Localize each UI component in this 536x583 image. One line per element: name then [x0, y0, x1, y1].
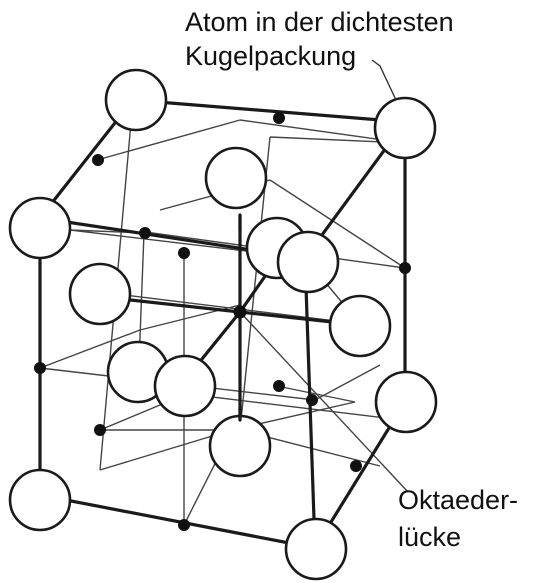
void-dot — [178, 247, 190, 259]
void-dot — [139, 227, 151, 239]
void-dot — [306, 394, 318, 406]
atom-sphere — [8, 196, 72, 260]
atom-sphere — [284, 517, 348, 581]
void-dot — [178, 519, 190, 531]
atom-sphere — [104, 68, 168, 132]
atom-sphere — [208, 414, 272, 478]
atom-sphere — [373, 96, 437, 160]
void-dot — [92, 154, 104, 166]
octahedral-void-label-line1: Oktaeder- — [398, 485, 519, 515]
octahedral-void-label-line2: lücke — [398, 522, 462, 552]
atom-label-line1: Atom in der dichtesten — [185, 7, 454, 37]
atom-spheres — [8, 68, 438, 581]
void-dot — [273, 112, 285, 124]
void-dot — [350, 460, 362, 472]
atom-sphere — [204, 146, 268, 210]
atom-label-line2: Kugelpackung — [185, 41, 357, 71]
void-dot — [399, 262, 411, 274]
void-dot — [94, 424, 106, 436]
atom-sphere — [374, 370, 438, 434]
label-leader-lines — [371, 59, 397, 101]
void-dot — [273, 380, 285, 392]
atom-sphere — [68, 262, 132, 326]
atom-sphere — [276, 230, 340, 294]
void-dot — [233, 305, 247, 319]
atom-sphere — [153, 354, 217, 418]
void-dot — [34, 362, 46, 374]
atom-sphere — [8, 468, 72, 532]
atom-sphere — [328, 294, 392, 358]
void-dots — [34, 112, 411, 531]
